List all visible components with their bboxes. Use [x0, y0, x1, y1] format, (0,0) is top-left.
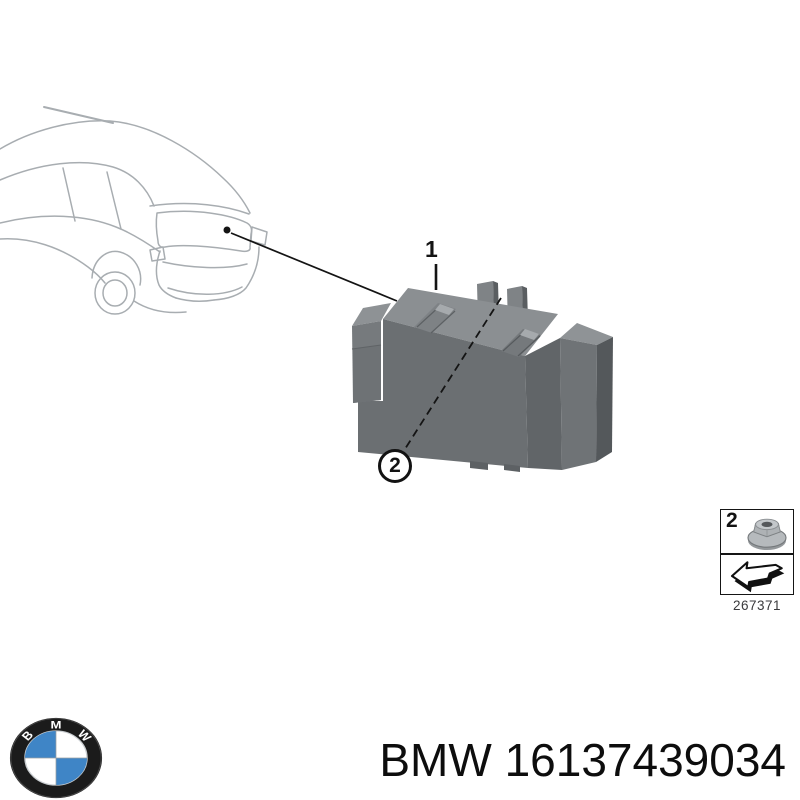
car-window-top-line: [0, 161, 155, 207]
car-drawing: [0, 106, 268, 315]
module-step-face: [525, 338, 562, 470]
callout-1-anchor-dot: [223, 226, 231, 234]
logo-letter-m: M: [51, 718, 62, 731]
hardware-item-cell: 2: [721, 509, 793, 555]
car-bumper-lower-line: [167, 286, 243, 295]
leader-line-2-dashed: [404, 297, 502, 450]
car-spoiler-edge: [149, 202, 250, 215]
module-connector-seam: [351, 344, 382, 350]
install-direction-cell: [721, 555, 793, 596]
car-roofline: [0, 120, 251, 214]
car-b-pillar: [62, 167, 76, 222]
diagram-code: 267371: [732, 598, 782, 613]
hardware-item-box: 2: [720, 509, 794, 595]
car-body-crease: [0, 238, 106, 284]
insertion-direction-arrow-icon: [730, 561, 785, 593]
car-wheel-arch: [91, 250, 142, 286]
car-window-bottom-line: [0, 215, 161, 253]
car-rear-wheel-rim: [102, 279, 128, 307]
module-connector-top: [352, 303, 391, 326]
car-right-taillight: [250, 226, 268, 246]
module-right-block-front: [560, 338, 597, 470]
flange-nut-image: [747, 518, 787, 551]
car-rear-glass: [155, 210, 253, 253]
module-slot2-groove-b: [517, 335, 541, 357]
car-c-pillar: [106, 171, 122, 230]
callout-2-label: 2: [389, 454, 401, 477]
module-slot1-groove-b: [430, 310, 456, 334]
callout-2-badge: 2: [378, 449, 412, 483]
car-left-taillight: [149, 246, 166, 262]
control-module-drawing: [351, 281, 613, 472]
module-bottom-notch-b: [504, 464, 520, 472]
bmw-logo-icon: B M W: [9, 717, 103, 799]
part-number-text: 16137439034: [504, 734, 786, 786]
car-rear-wheel: [94, 271, 136, 315]
module-bottom-notch-a: [470, 461, 488, 470]
part-number-title: BMW 16137439034: [379, 737, 786, 783]
module-connector-front-lower: [353, 345, 381, 403]
leader-line-1: [230, 232, 398, 302]
brand-text: BMW: [379, 734, 492, 786]
hardware-item-number: 2: [726, 509, 738, 532]
car-tailgate-left-edge: [155, 250, 177, 299]
car-tailgate-right-edge: [213, 246, 260, 301]
module-slot1-highlight: [435, 304, 454, 315]
module-right-block-side: [596, 337, 613, 462]
callout-1-label: 1: [425, 236, 438, 262]
module-right-block-top: [560, 323, 613, 345]
module-slot2-highlight: [520, 329, 539, 340]
car-bumper-bottom: [175, 297, 215, 303]
car-bumper-crease: [162, 261, 248, 269]
car-sill-line: [133, 300, 187, 314]
module-front-face: [358, 319, 528, 468]
